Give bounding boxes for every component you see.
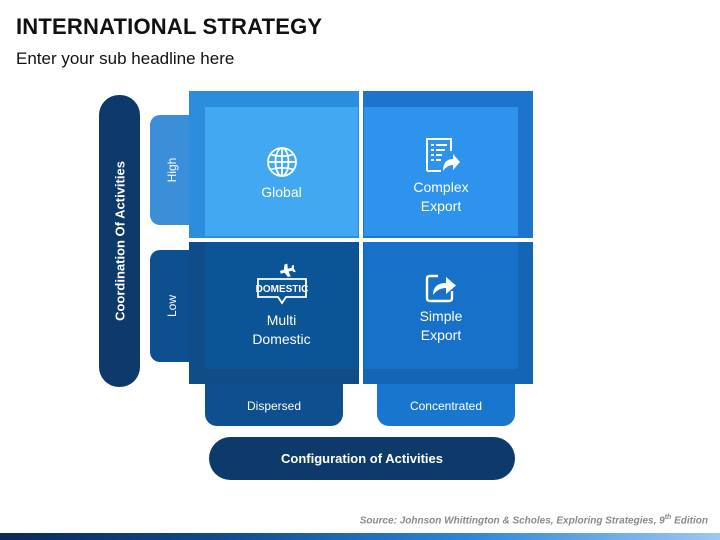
quadrant-simple-export-label: Simple Export [419,308,463,343]
row-label-high: High [165,157,179,183]
x-axis-pill: Configuration of Activities [209,437,515,480]
footer-gradient-bar [0,533,720,540]
quadrant-global-label: Global [261,184,302,200]
quadrant-complex-export: Complex Export [364,107,518,236]
column-tab-concentrated: Concentrated [377,378,515,426]
quadrant-multi-domestic-label: Multi Domestic [252,312,311,347]
quadrant-simple-export: Simple Export [364,242,518,369]
quadrant-global: Global [205,107,358,236]
globe-icon [266,147,297,177]
quadrant-multi-domestic: DOMESTIC Multi Domestic [205,242,358,369]
x-axis-label: Configuration of Activities [280,451,444,466]
page-subtitle: Enter your sub headline here [16,49,235,68]
share-export-icon [425,274,456,303]
domestic-flight-icon: DOMESTIC [255,263,308,305]
domestic-badge-text: DOMESTIC [255,284,308,295]
y-axis-label: Coordination Of Activities [112,161,127,321]
column-tab-dispersed: Dispersed [205,378,343,426]
quadrant-complex-export-label: Complex Export [413,179,469,214]
document-export-icon [426,138,460,172]
row-label-low: Low [165,294,179,318]
y-axis-pill: Coordination Of Activities [99,95,140,387]
source-citation: Source: Johnson Whittington & Scholes, E… [359,514,708,527]
page-title: INTERNATIONAL STRATEGY [16,14,323,39]
